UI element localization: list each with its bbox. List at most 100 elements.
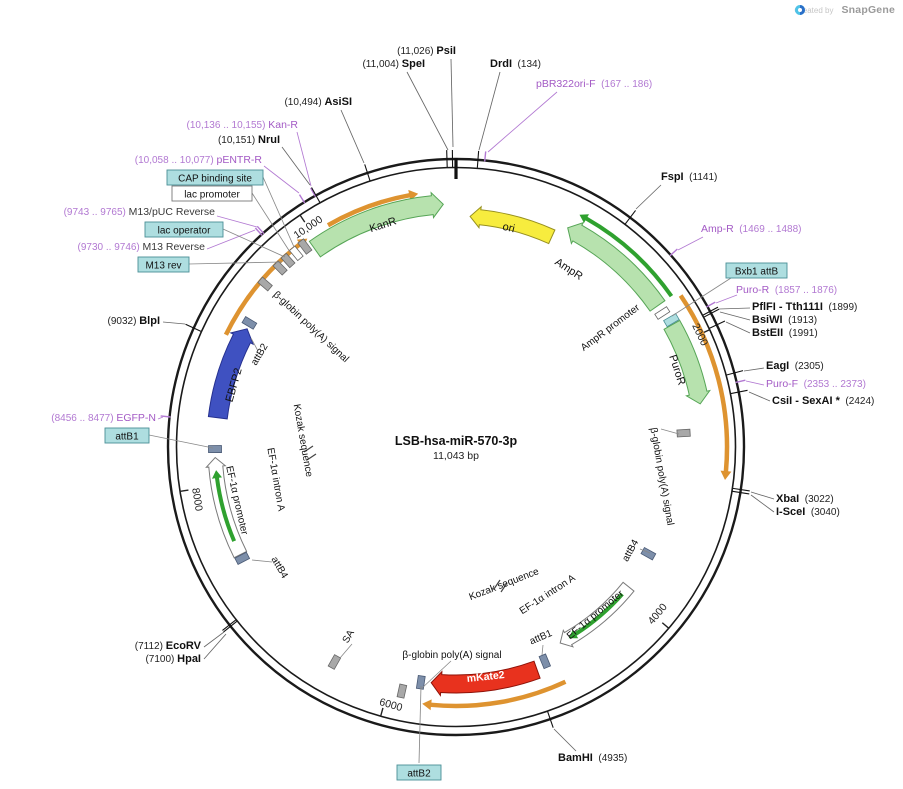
site-label-nrui: (10,151) NruI <box>218 134 280 146</box>
leader-attb4-left <box>251 559 273 563</box>
puror-arrow <box>663 319 711 405</box>
scale-tick-3 <box>179 489 189 493</box>
beta-globin-polya-feature-right <box>676 428 691 438</box>
attb4-feature-left <box>234 551 251 565</box>
feature-mark-1 <box>303 445 314 453</box>
site-label-drdi-line <box>478 71 501 151</box>
site-label-csii-sexai-tick <box>730 389 748 395</box>
site-label-xbai-line <box>750 491 775 500</box>
feature-name-kozak-right: Kozak sequence <box>468 566 541 603</box>
feature-label-m13-rev: M13 rev <box>145 261 181 272</box>
site-label-eagi-line <box>743 367 765 372</box>
feature-label-lac-operator: lac operator <box>158 226 211 237</box>
site-label-bsteii-tick <box>709 320 726 329</box>
primer-label-m13-puc-reverse-tick <box>256 225 265 235</box>
site-label-fspi: FspI (1141) <box>661 171 717 183</box>
feature-label-attb2-bottom: attB2 <box>407 769 431 780</box>
feature-label-lac-operator-box <box>144 221 224 238</box>
ampr-promoter-feature <box>654 306 671 320</box>
primer-label-m13-puc-reverse-line <box>216 215 258 228</box>
site-label-i-scei-line <box>750 494 775 513</box>
scale-label-8000: 8000 <box>189 487 205 512</box>
leader-attb1-right <box>541 644 544 656</box>
site-label-ecorv-line <box>203 631 225 648</box>
primer-label-pbr322ori-f: pBR322ori-F (167 .. 186) <box>536 78 652 90</box>
feature-label-cap-binding-site: CAP binding site <box>178 174 252 185</box>
sa-feature <box>327 654 342 670</box>
primer-label-m13-reverse-tick <box>254 227 263 236</box>
site-label-i-scei-tick <box>732 490 750 495</box>
primer-label-m13-puc-reverse: (9743 .. 9765) M13/pUC Reverse <box>64 206 216 218</box>
site-label-ecorv: (7112) EcoRV <box>135 640 202 652</box>
site-label-i-scei: I-SceI (3040) <box>776 506 840 518</box>
feature-label-m13-rev-line <box>188 261 283 265</box>
site-label-fspi-tick <box>624 210 637 225</box>
primer-label-egfp-n-tick <box>160 415 171 418</box>
thin-green-arrow-ef1a-left <box>212 470 236 542</box>
site-label-bamhi-tick <box>547 711 554 728</box>
primer-label-amp-r-tick <box>669 248 678 257</box>
feature-name-beta-globin-bottom: β-globin poly(A) signal <box>402 650 501 661</box>
feature-label-cap-binding-site-box <box>166 169 264 186</box>
leader-attb2-left <box>250 337 259 352</box>
feature-label-attb2-bottom-box <box>396 764 442 781</box>
primer-label-puro-f-line <box>745 380 765 386</box>
site-label-pflfi-tth111i-line <box>718 307 751 310</box>
site-label-bsteii: BstEII (1991) <box>752 327 818 339</box>
leader-sa <box>339 643 353 659</box>
site-label-bsiwi: BsiWI (1913) <box>752 314 817 326</box>
feature-name-beta-globin-right: β-globin poly(A) signal <box>647 427 675 527</box>
primer-label-pbr322ori-f-tick <box>484 151 487 162</box>
site-label-eagi: EagI (2305) <box>766 360 824 372</box>
feature-name-ef1a-intron-left: EF-1α intron A <box>264 447 286 512</box>
site-label-drdi-tick <box>476 150 480 168</box>
primer-label-puro-r: Puro-R (1857 .. 1876) <box>736 284 837 296</box>
feature-label-bxb1-attb: Bxb1 attB <box>735 267 779 278</box>
site-label-nrui-tick <box>311 187 321 203</box>
site-label-psii-line <box>450 58 454 148</box>
site-label-bsteii-line <box>725 321 751 334</box>
feature-label-lac-promoter-box <box>171 185 253 202</box>
scale-label-4000: 4000 <box>646 601 670 627</box>
site-label-drdi: DrdI (134) <box>490 58 541 70</box>
feature-mark-3 <box>493 579 501 590</box>
site-label-xbai: XbaI (3022) <box>776 493 834 505</box>
site-label-psii: (11,026) PsiI <box>397 45 456 57</box>
site-label-blpi: (9032) BlpI <box>108 315 160 327</box>
feature-label-attb1-left-line <box>148 434 214 449</box>
orf-arrow-bottom <box>422 679 567 711</box>
site-label-spei-tick <box>446 150 448 168</box>
primer-label-pentr-r: (10,058 .. 10,077) pENTR-R <box>135 154 263 166</box>
plasmid-size: 11,043 bp <box>433 450 479 462</box>
credit-watermark: Created by SnapGene <box>794 4 895 16</box>
site-label-hpai: (7100) HpaI <box>145 653 201 665</box>
leader-attb4-right <box>639 548 651 554</box>
m13-rev-feature <box>272 260 288 276</box>
primer-label-puro-f: Puro-F (2353 .. 2373) <box>766 378 866 390</box>
site-label-xbai-tick <box>732 487 750 492</box>
feature-label-m13-rev-box <box>137 256 190 273</box>
site-label-asisi-tick <box>364 164 371 181</box>
site-label-ecorv-tick <box>222 619 237 631</box>
site-label-fspi-line <box>635 184 662 210</box>
feature-name-ori: ori <box>501 221 516 235</box>
primer-label-amp-r-line <box>677 236 704 251</box>
feature-label-attb1-left: attB1 <box>115 432 139 443</box>
primer-label-kan-r-tick <box>310 187 317 198</box>
site-label-bamhi-line <box>553 728 577 752</box>
scale-tick-4 <box>299 214 306 223</box>
leader-beta-globin-bottom <box>420 660 452 690</box>
feature-name-beta-globin-left: β-globin poly(A) signal <box>271 289 351 365</box>
attb1-feature-right <box>538 653 552 670</box>
plasmid-name: LSB-hsa-miR-570-3p <box>394 434 518 448</box>
feature-name-attb4-right: attB4 <box>620 538 641 564</box>
scale-tick-2 <box>379 707 384 717</box>
primer-label-egfp-n-line <box>157 416 164 420</box>
site-label-pflfi-tth111i-tick <box>702 306 719 316</box>
feature-mark-4 <box>500 582 508 593</box>
site-label-asisi-line <box>340 109 365 164</box>
primer-label-m13-reverse-line <box>206 229 256 250</box>
site-label-pflfi-tth111i: PflFI - Tth111I (1899) <box>752 301 857 313</box>
